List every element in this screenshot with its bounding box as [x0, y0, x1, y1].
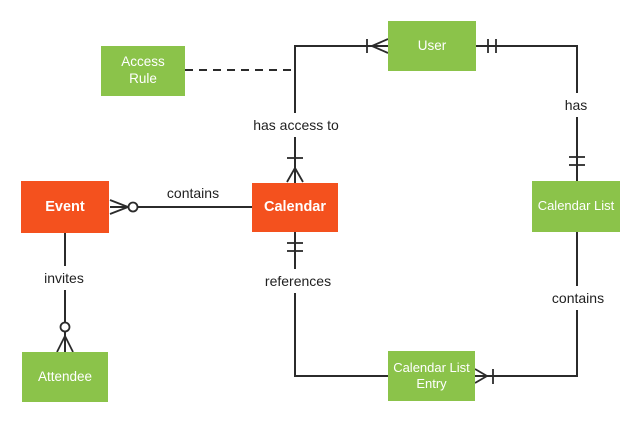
relationship-label-has-access-to: has access to — [248, 113, 344, 137]
cardinality-many-crowfoot — [56, 335, 74, 353]
relationship-label-references: references — [259, 269, 337, 293]
cardinality-many-crowfoot — [109, 199, 129, 215]
connector-calendar-entry — [287, 232, 388, 377]
relationship-label-contains: contains — [161, 181, 225, 205]
entity-attendee[interactable]: Attendee — [22, 352, 108, 402]
cardinality-zero-ring — [59, 321, 71, 333]
entity-access-rule[interactable]: Access Rule — [101, 46, 185, 96]
entity-event[interactable]: Event — [21, 181, 109, 233]
cardinality-many-crowfoot — [474, 368, 488, 384]
entity-calendar-list-entry[interactable]: Calendar List Entry — [388, 351, 475, 401]
connector-event-attendee — [56, 233, 74, 353]
relationship-label-invites: invites — [39, 266, 89, 290]
cardinality-zero-ring — [127, 201, 139, 213]
relationship-label-has: has — [559, 93, 593, 117]
entity-user[interactable]: User — [388, 21, 476, 71]
relationship-label-contains-list: contains — [546, 286, 610, 310]
connector-list-entry — [474, 232, 578, 384]
connector-user-calendar-list — [476, 39, 585, 181]
connector-user-calendar — [286, 38, 389, 183]
entity-calendar[interactable]: Calendar — [252, 183, 338, 232]
cardinality-many-crowfoot — [286, 167, 304, 183]
connector-event-calendar — [109, 199, 252, 215]
cardinality-many-crowfoot — [371, 38, 389, 54]
entity-calendar-list[interactable]: Calendar List — [532, 181, 620, 232]
